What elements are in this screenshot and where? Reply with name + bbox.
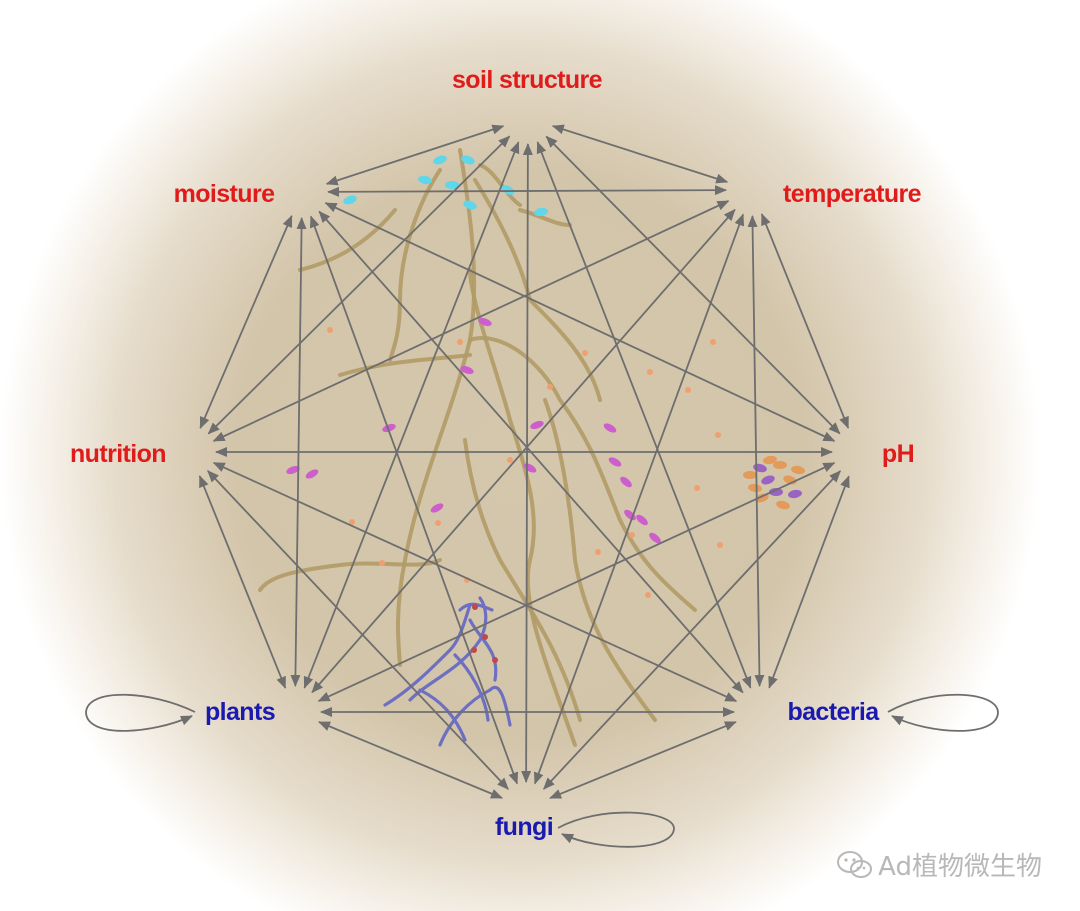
self-loop-fungi [557,811,675,848]
node-labels: soil structure temperature pH bacteria fungi… [70,66,922,841]
node-label-soil-structure: soil structure [452,66,603,94]
bacterial-cell [595,549,601,555]
arrow-fungi-moisture [309,215,519,785]
interaction-arrows [198,124,850,799]
watermark: Ad植物微生物 [836,846,1042,883]
node-label-plants: plants [205,698,275,726]
node-label-ph: pH [882,440,914,468]
bacterial-cell [482,634,488,640]
arrow-bacteria-fungi [549,721,737,799]
bacterial-cell [645,592,651,598]
bacterial-cell [717,542,723,548]
arrow-nutrition-moisture [199,214,293,430]
bacterial-cell [694,485,700,491]
node-label-fungi: fungi [495,813,553,841]
bacterial-cell [710,339,716,345]
bacterial-cell [507,457,513,463]
bacterial-cell [327,327,333,333]
bacterial-cell [379,560,385,566]
bacterial-cell [685,387,691,393]
bacterial-cell [457,339,463,345]
node-label-nutrition: nutrition [70,440,166,468]
arrow-temperature-moisture [327,185,727,197]
bacterial-cell [435,520,441,526]
watermark-text: Ad植物微生物 [878,852,1042,882]
arrow-soil-structure-moisture [325,124,505,186]
wechat-icon [837,850,873,878]
bacterial-cell [629,532,635,538]
bacterial-cell [472,604,478,610]
self-loop-bacteria [887,693,999,732]
bacterial-cell [582,350,588,356]
node-label-bacteria: bacteria [787,698,880,726]
node-label-moisture: moisture [174,180,275,208]
bacterial-cell [647,369,653,375]
arrow-plants-nutrition [198,475,287,689]
bacterial-cell [547,384,553,390]
node-label-temperature: temperature [783,180,922,208]
bacterial-cell [492,657,498,663]
arrow-plants-moisture [290,217,307,687]
self-loops [85,693,999,848]
bacterial-cell [471,647,477,653]
bacterial-cell [715,432,721,438]
self-loop-plants [85,693,196,732]
